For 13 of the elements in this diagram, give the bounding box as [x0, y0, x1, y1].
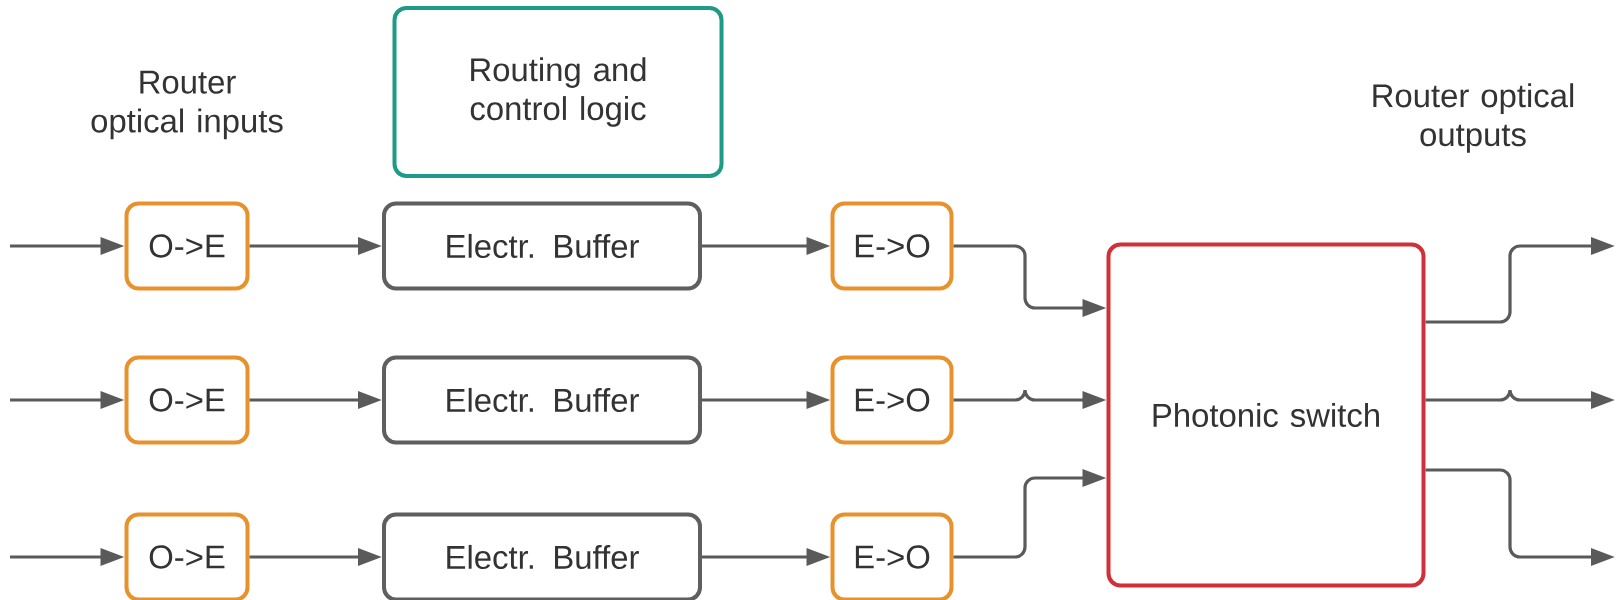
converter-box: O->E	[124, 512, 250, 600]
converter-box: E->O	[830, 201, 954, 291]
switch-box: Photonic switch	[1106, 242, 1426, 588]
buffer-box: Electr. Buffer	[382, 201, 702, 291]
buffer-box: Electr. Buffer	[382, 512, 702, 600]
logic-box: Routing and control logic	[392, 6, 724, 178]
converter-box: O->E	[124, 201, 250, 291]
converter-box: E->O	[830, 512, 954, 600]
text-label: Router optical inputs	[91, 70, 283, 140]
buffer-box: Electr. Buffer	[382, 355, 702, 445]
converter-box: O->E	[124, 355, 250, 445]
text-label: Router optical outputs	[1373, 83, 1574, 153]
converter-box: E->O	[830, 355, 954, 445]
